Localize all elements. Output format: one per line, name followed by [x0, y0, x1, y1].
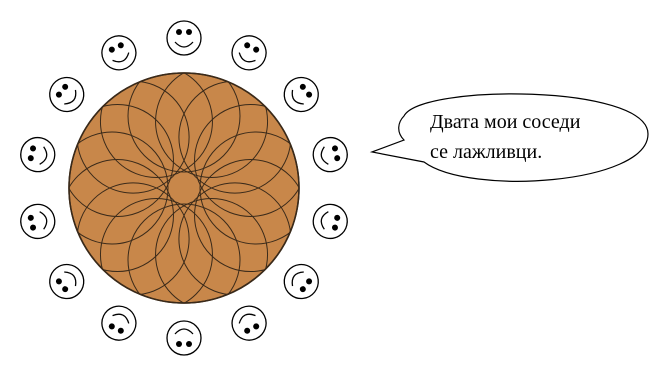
face-outline — [167, 321, 201, 355]
smiley-face-icon — [310, 201, 351, 242]
smiley-face-icon — [167, 21, 201, 55]
face-eye — [186, 29, 192, 35]
smiley-face-icon — [277, 71, 325, 119]
speech-bubble-line-2: се лажливци. — [430, 141, 542, 163]
face-outline — [96, 300, 141, 345]
table-disc — [69, 73, 299, 303]
face-outline — [43, 258, 91, 306]
face-outline — [43, 71, 91, 119]
smiley-face-icon — [96, 30, 141, 75]
smiley-face-icon — [226, 300, 271, 345]
face-outline — [277, 258, 325, 306]
smiley-face-icon — [277, 258, 325, 306]
face-outline — [310, 134, 351, 175]
face-outline — [167, 21, 201, 55]
face-eye — [176, 341, 182, 347]
face-eye — [176, 29, 182, 35]
face-outline — [226, 300, 271, 345]
speech-bubble-shape — [372, 94, 648, 181]
round-table — [56, 60, 312, 316]
smiley-face-icon — [226, 30, 271, 75]
face-outline — [310, 201, 351, 242]
face-outline — [17, 201, 58, 242]
face-outline — [277, 71, 325, 119]
smiley-face-icon — [17, 201, 58, 242]
smiley-face-icon — [43, 258, 91, 306]
smiley-face-icon — [17, 134, 58, 175]
face-outline — [226, 30, 271, 75]
face-outline — [17, 134, 58, 175]
face-outline — [96, 30, 141, 75]
speech-bubble: Двата мои соседи се лажливци. — [372, 94, 648, 181]
smiley-face-icon — [96, 300, 141, 345]
speech-bubble-line-1: Двата мои соседи — [430, 111, 581, 133]
smiley-face-icon — [43, 71, 91, 119]
smiley-face-icon — [167, 321, 201, 355]
smiley-face-icon — [310, 134, 351, 175]
face-eye — [186, 341, 192, 347]
